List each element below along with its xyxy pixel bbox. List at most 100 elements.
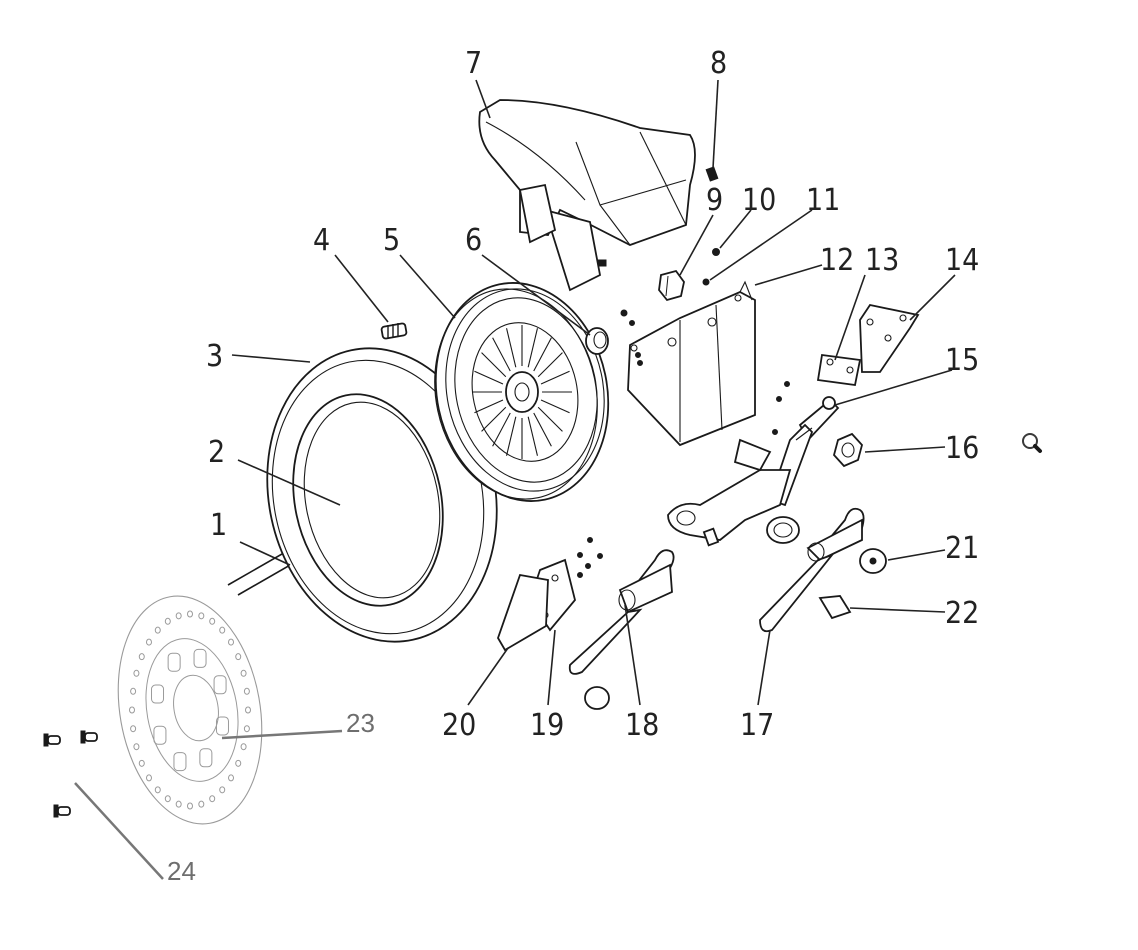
part-24-bolts	[43, 730, 98, 818]
disc-cutout	[167, 652, 181, 672]
part-13-bracket	[816, 353, 862, 387]
leader-24	[74, 782, 164, 880]
disc-hole	[145, 638, 152, 646]
callout-5: 5	[383, 223, 400, 258]
triple-clamp	[667, 438, 792, 547]
rim-spoke	[474, 399, 504, 414]
disc-hole	[235, 759, 242, 767]
callout-6: 6	[465, 223, 482, 258]
disc-hole	[138, 759, 145, 767]
part-7-front-fender	[478, 99, 696, 292]
callout-17: 17	[740, 708, 774, 743]
leader-7	[475, 79, 491, 119]
zoom-button[interactable]	[1016, 428, 1050, 462]
rim-spoke	[506, 416, 517, 456]
disc-hole	[209, 617, 216, 625]
magnifier-icon	[1022, 433, 1042, 453]
rim-spoke	[527, 328, 538, 368]
part-4-valve	[380, 322, 408, 340]
leader-6	[481, 254, 591, 336]
disc-hole	[175, 612, 182, 620]
leader-10	[719, 209, 752, 249]
disc-hole	[240, 743, 247, 751]
disc-cutout	[215, 716, 229, 736]
leader-2	[237, 459, 341, 506]
leader-9	[679, 214, 714, 276]
disc-hole	[154, 626, 161, 634]
disc-cutout	[151, 684, 165, 704]
leader-14	[909, 274, 956, 321]
part-11-washer	[702, 278, 710, 286]
leader-3	[231, 354, 311, 363]
leader-8	[712, 79, 719, 169]
rim-spoke	[527, 416, 538, 456]
rim-spoke	[537, 406, 563, 432]
disc-hole	[133, 743, 140, 751]
callout-19: 19	[530, 708, 564, 743]
callout-24: 24	[167, 856, 196, 886]
part-21-dust-cap	[859, 548, 887, 574]
part-8-screw	[705, 166, 719, 182]
part-18-left-fork-tube	[568, 549, 675, 675]
callout-2: 2	[208, 435, 225, 470]
part-5-rim	[434, 282, 610, 502]
disc-hole	[198, 612, 205, 620]
part-22-clip	[818, 595, 852, 620]
callout-4: 4	[313, 223, 330, 258]
leader-1	[239, 541, 291, 566]
rim-spoke	[481, 406, 507, 432]
callout-23: 23	[346, 708, 375, 738]
disc-hole	[209, 795, 216, 803]
disc-hole	[228, 638, 235, 646]
disc-cutout	[173, 752, 187, 772]
leader-18	[624, 604, 641, 706]
leader-12	[754, 264, 823, 286]
rim-spoke	[533, 412, 552, 447]
leader-22	[849, 607, 946, 613]
part-17-right-fork-tube	[759, 507, 865, 633]
disc-cutout	[213, 675, 227, 695]
disc-hole	[245, 706, 251, 714]
disc-hole	[198, 800, 205, 808]
part-23-brake-disc	[117, 595, 263, 825]
rim-spoke	[533, 337, 552, 372]
disc-hole	[235, 653, 242, 661]
part-10-bolt	[712, 248, 720, 256]
callout-7: 7	[465, 46, 482, 81]
leader-13	[834, 274, 866, 361]
callout-8: 8	[710, 46, 727, 81]
disc-hole	[145, 774, 152, 782]
part-3-tire	[266, 347, 498, 643]
callout-18: 18	[625, 708, 659, 743]
part-16-nut	[833, 432, 863, 468]
rim-spoke	[540, 370, 570, 385]
callout-labels: 1 2 3 4 5 6 7 8 9 10 11 12 13 14 15 16 1…	[167, 46, 979, 886]
callout-1: 1	[210, 508, 227, 543]
callout-14: 14	[945, 243, 979, 278]
rim-spoke	[537, 352, 563, 378]
disc-hole	[129, 706, 135, 714]
disc-hole	[175, 800, 182, 808]
leader-20	[467, 647, 509, 706]
disc-hole	[130, 725, 137, 733]
part-20-guard	[497, 573, 549, 652]
disc-hole	[243, 687, 250, 695]
fork-cap	[584, 686, 610, 710]
disc-hole	[138, 653, 145, 661]
leader-5	[399, 254, 456, 319]
part-9-nut	[658, 269, 685, 302]
part-6-spacer	[585, 327, 609, 355]
leader-17	[757, 629, 771, 706]
disc-hole	[130, 687, 137, 695]
leader-19	[547, 629, 556, 706]
leader-23	[221, 729, 343, 740]
small-hardware	[577, 309, 790, 578]
disc-hole	[164, 617, 171, 625]
callout-20: 20	[442, 708, 476, 743]
callout-12: 12	[820, 243, 854, 278]
callout-22: 22	[945, 596, 979, 631]
disc-cutout	[153, 725, 167, 745]
rim-spoke	[492, 412, 511, 447]
callout-11: 11	[806, 183, 840, 218]
